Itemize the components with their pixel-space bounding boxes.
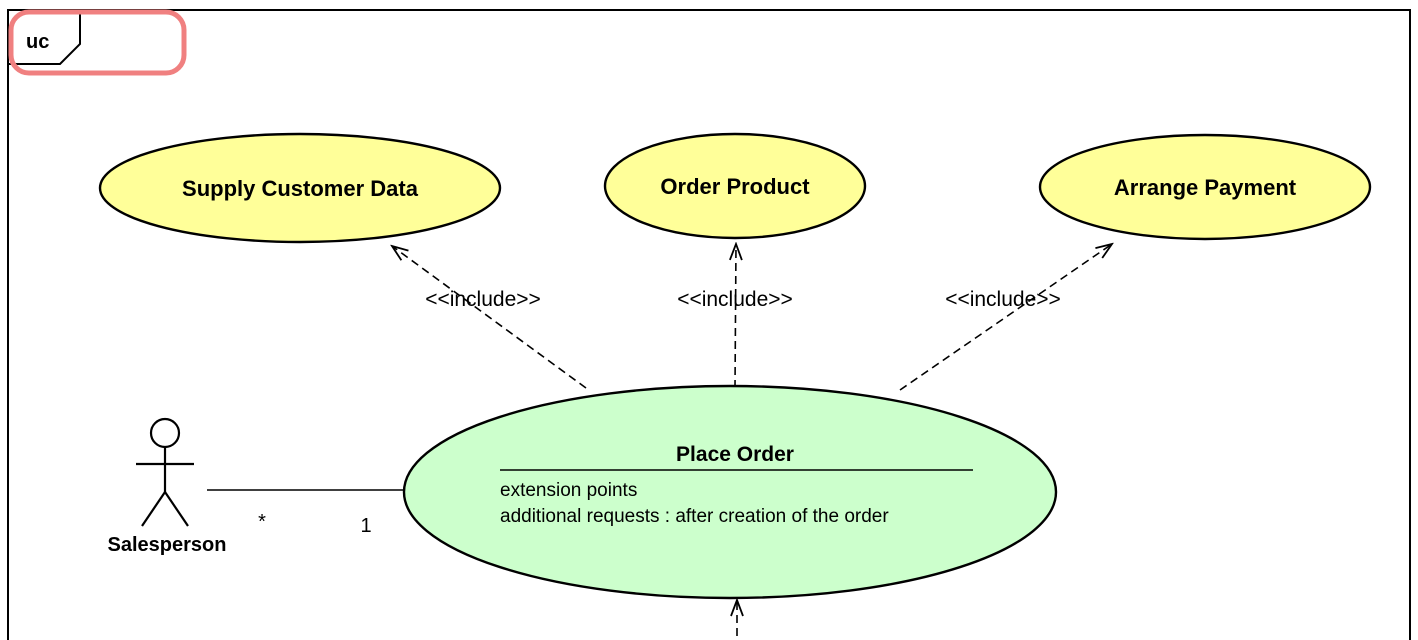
- association-multiplicity-use-case: 1: [360, 515, 371, 537]
- frame-tab-label: uc: [26, 31, 49, 53]
- actor-right-leg: [164, 491, 189, 527]
- use-case-order-product: [603, 132, 867, 240]
- actor-salesperson-label: Salesperson: [108, 534, 227, 556]
- use-case-place-order: [402, 384, 1058, 600]
- place-order-extension-points-label: extension points: [500, 480, 637, 501]
- use-case-arrange-payment-label: Arrange Payment: [1114, 175, 1297, 200]
- actor-head: [149, 417, 181, 449]
- include-edge-supply-customer-data: [392, 246, 587, 389]
- include-edge-arrange-payment: [899, 244, 1112, 391]
- include-label-order-product: <<include>>: [677, 288, 793, 311]
- actor-left-leg: [141, 491, 166, 527]
- use-case-supply-customer-data: [98, 132, 502, 244]
- highlight-annotation: [8, 9, 187, 76]
- include-label-supply-customer-data: <<include>>: [425, 288, 541, 311]
- include-label-arrange-payment: <<include>>: [945, 288, 1061, 311]
- use-case-order-product-label: Order Product: [660, 174, 810, 199]
- use-case-supply-customer-data-label: Supply Customer Data: [182, 176, 419, 201]
- use-case-place-order-title: Place Order: [676, 443, 794, 466]
- actor-salesperson: Salesperson: [108, 417, 227, 556]
- association-multiplicity-actor: *: [258, 511, 266, 533]
- include-edge-order-product: [735, 244, 736, 389]
- diagram-frame-border: [7, 9, 1411, 640]
- use-case-arrange-payment: [1038, 133, 1372, 241]
- place-order-extension-point-detail: additional requests : after creation of …: [500, 506, 889, 527]
